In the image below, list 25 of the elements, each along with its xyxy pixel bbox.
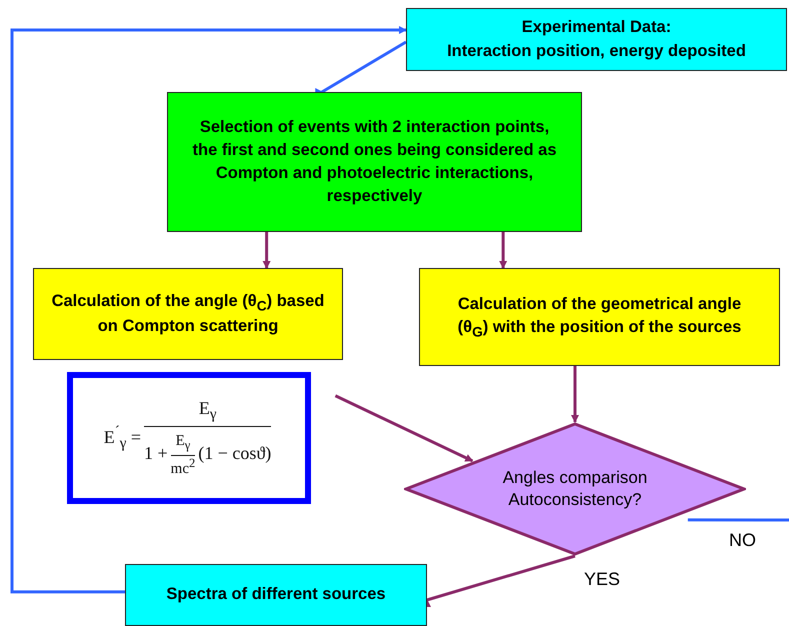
arrow bbox=[262, 232, 271, 269]
formula-text: E$^{´}$$_{γ}$ = bbox=[104, 424, 141, 452]
formula-text: 1 + bbox=[144, 442, 168, 464]
process-box bbox=[33, 268, 343, 360]
decision-text: Angles comparison Autoconsistency? bbox=[502, 466, 648, 511]
box-text: Selection of events with 2 interaction points, the first and second ones being considered as Compton and photoelectric interactions, respectively bbox=[192, 116, 558, 208]
process-box bbox=[419, 268, 780, 366]
box-text: Experimental Data: bbox=[522, 17, 672, 38]
process-box bbox=[167, 92, 582, 232]
formula-box bbox=[67, 372, 311, 504]
arrow bbox=[10, 26, 407, 594]
edge-label: YES bbox=[584, 569, 620, 590]
arrow bbox=[499, 232, 508, 269]
box-text: Spectra of different sources bbox=[166, 584, 386, 606]
formula-text: (1 − cosϑ) bbox=[198, 442, 272, 464]
box-text: Calculation of the angle (θ$_{C}$) based on Compton scattering bbox=[50, 290, 326, 338]
arrow bbox=[571, 366, 579, 423]
process-box bbox=[125, 564, 427, 626]
edge-label: NO bbox=[729, 530, 756, 551]
arrow bbox=[334, 394, 474, 462]
formula-text: mc$^{2}$ bbox=[170, 456, 196, 478]
process-box bbox=[406, 8, 787, 71]
connector-line bbox=[688, 518, 789, 522]
box-text: Calculation of the geometrical angle (θ$_{G}$) with the position of the sources bbox=[456, 294, 742, 342]
box-text: Interaction position, energy deposited bbox=[447, 40, 746, 62]
